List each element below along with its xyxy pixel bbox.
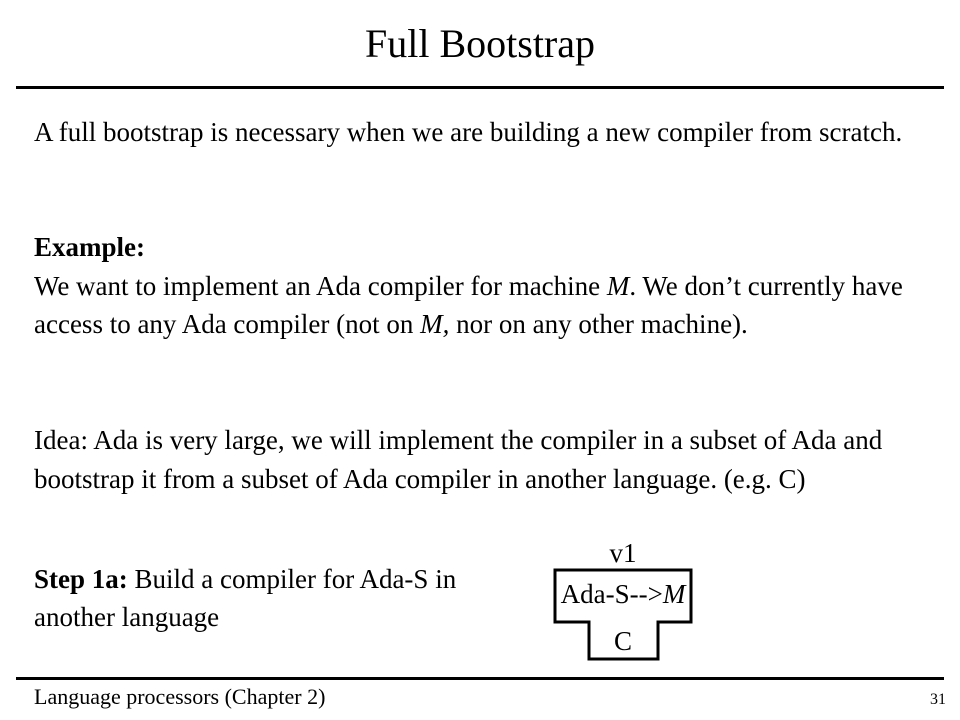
footer-course: Language processors (Chapter 2) [34, 684, 326, 709]
compiler-target: M [662, 579, 686, 609]
compiler-label: Ada-S-->M [553, 578, 693, 610]
slide-title: Full Bootstrap [364, 21, 596, 66]
t-diagram-compiler: v1 Ada-S-->M C [553, 537, 693, 662]
version-label: v1 [609, 538, 637, 568]
example-machine-name-2: M, [420, 309, 450, 339]
page-number: 31 [930, 691, 946, 708]
step-heading: Step 1a: [34, 564, 128, 594]
example-text-part-3: nor on any other machine). [449, 309, 748, 339]
step-1a-paragraph: Step 1a: Build a compiler for Ada-S in a… [34, 560, 514, 636]
intro-paragraph: A full bootstrap is necessary when we ar… [34, 117, 903, 147]
implementation-language-label: C [613, 626, 632, 656]
compiler-prefix: Ada-S--> [560, 579, 663, 609]
example-text-part-1: We want to implement an Ada compiler for… [34, 270, 607, 301]
example-paragraph: Example: We want to implement an Ada com… [34, 228, 939, 344]
idea-paragraph: Idea: Ada is very large, we will impleme… [34, 425, 883, 494]
example-machine-name: M [606, 270, 630, 301]
step-text: Build a compiler for Ada-S in another la… [34, 564, 457, 632]
example-heading: Example: [34, 232, 145, 262]
title-divider [16, 86, 944, 89]
footer-divider [16, 677, 944, 680]
example-text-part-2: . We don’t currently have access to any … [34, 270, 903, 340]
t-diagram-shape [553, 568, 693, 661]
